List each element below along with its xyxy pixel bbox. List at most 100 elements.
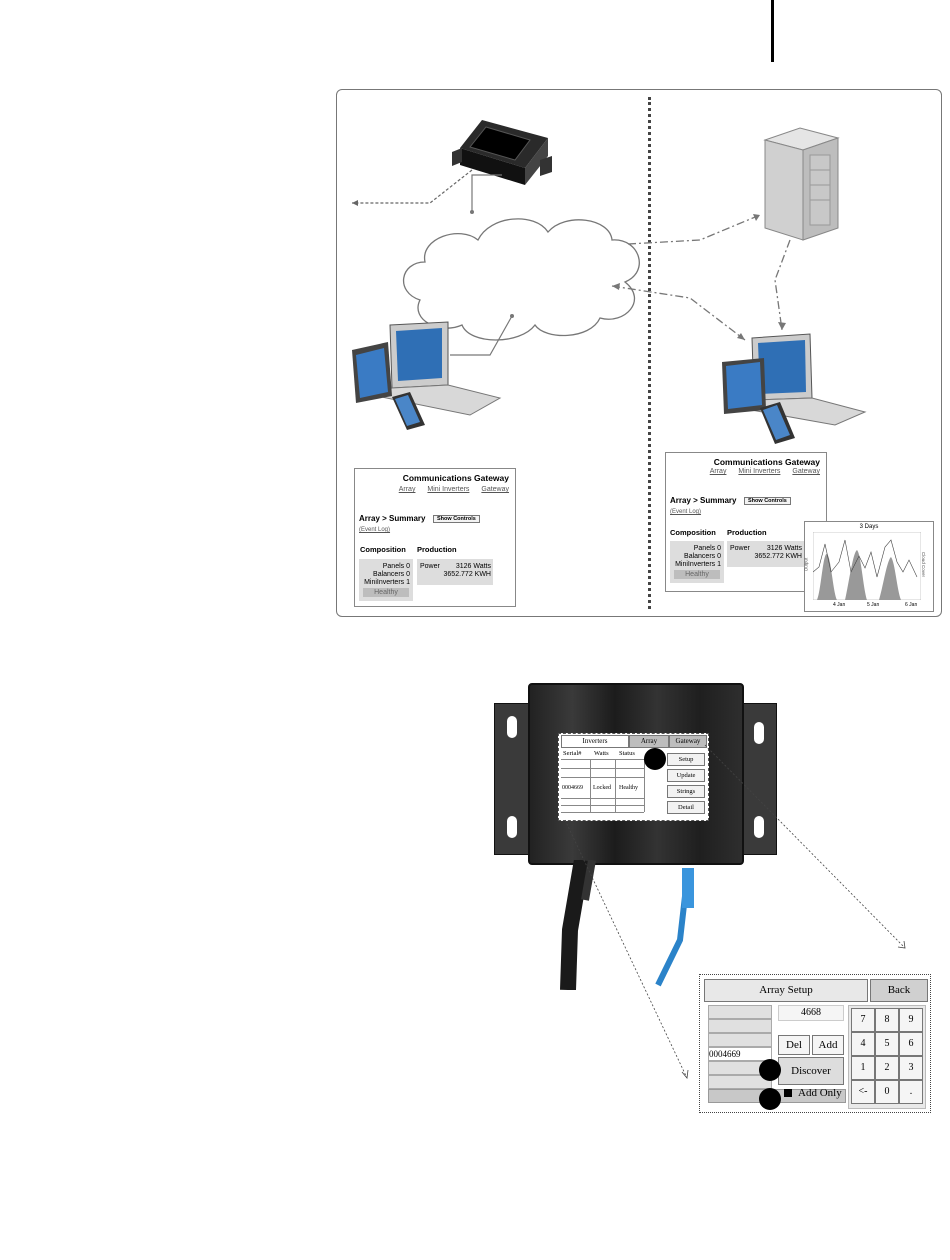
tab-inverters[interactable]: Inverters: [561, 735, 629, 748]
chart-title: 3 Days: [859, 524, 879, 530]
gateway-device-icon: [452, 120, 552, 185]
production-box: [727, 541, 805, 567]
array-list-item[interactable]: 0004669: [708, 1047, 772, 1061]
event-log-link[interactable]: (Event Log): [670, 509, 702, 515]
production-chart: 3 Days Output Cloud Cover 4 Jan 5 Jan 6 …: [803, 521, 934, 612]
key-4[interactable]: 4: [851, 1032, 875, 1056]
nav-link-mini-inverters[interactable]: Mini Inverters: [738, 468, 781, 475]
array-setup-screen: Array Setup Back 0004669 4668 Del Add Di…: [699, 974, 931, 1113]
callout-marker-add-only: [759, 1088, 781, 1110]
callout-marker-setup: [644, 748, 666, 770]
breadcrumb: Array > Summary: [359, 514, 426, 523]
gateway-title: Communications Gateway: [402, 473, 509, 483]
panels-count: Panels 0: [693, 545, 721, 552]
key-5[interactable]: 5: [875, 1032, 899, 1056]
laptop-tablet-phone-icon-right: [722, 333, 867, 444]
nav-link-gateway[interactable]: Gateway: [481, 486, 509, 493]
strings-button[interactable]: Strings: [667, 785, 705, 798]
balancers-count: Balancers 0: [684, 553, 721, 560]
key-9[interactable]: 9: [899, 1008, 923, 1032]
array-list-row[interactable]: [708, 1033, 772, 1047]
detail-button[interactable]: Detail: [667, 801, 705, 814]
row-serial: 0004669: [562, 785, 583, 791]
add-only-checkbox[interactable]: [784, 1089, 792, 1097]
array-list-row[interactable]: [708, 1005, 772, 1019]
x-tick-6-jan: 6 Jan: [905, 602, 918, 608]
array-setup-title: Array Setup: [704, 979, 868, 1002]
network-diagram-graphics: [352, 120, 867, 444]
column-status: Status: [619, 750, 635, 757]
array-list-row[interactable]: [708, 1075, 772, 1089]
add-only-label: Add Only: [798, 1087, 842, 1099]
callout-marker-discover: [759, 1059, 781, 1081]
tab-gateway[interactable]: Gateway: [669, 735, 707, 748]
nav-link-mini-inverters[interactable]: Mini Inverters: [427, 486, 470, 493]
key-1[interactable]: 1: [851, 1056, 875, 1080]
nav-link-gateway[interactable]: Gateway: [792, 468, 820, 475]
chart-plot: [813, 532, 921, 600]
key-6[interactable]: 6: [899, 1032, 923, 1056]
setup-button[interactable]: Setup: [667, 753, 705, 766]
laptop-tablet-phone-icon-left: [352, 321, 502, 430]
mount-hole: [507, 716, 517, 738]
mount-hole: [754, 722, 764, 744]
mount-hole: [507, 816, 517, 838]
production-box: [417, 559, 493, 585]
energy-value: 3652.772 KWH: [754, 553, 802, 560]
column-watts: Watts: [594, 750, 609, 757]
update-button[interactable]: Update: [667, 769, 705, 782]
key-8[interactable]: 8: [875, 1008, 899, 1032]
serial-entry-field[interactable]: 4668: [778, 1005, 844, 1021]
tab-array[interactable]: Array: [629, 735, 669, 748]
nav-link-array[interactable]: Array: [709, 468, 727, 475]
keypad: 7 8 9 4 5 6 1 2 3 <- 0 .: [848, 1005, 926, 1109]
nav-links: Array Mini Inverters Gateway: [700, 468, 820, 475]
production-header: Production: [727, 528, 767, 537]
power-label: Power: [420, 563, 440, 570]
key-3[interactable]: 3: [899, 1056, 923, 1080]
key-decimal[interactable]: .: [899, 1080, 923, 1104]
nav-links: Array Mini Inverters Gateway: [389, 486, 509, 493]
key-7[interactable]: 7: [851, 1008, 875, 1032]
power-value: 3126 Watts: [455, 563, 491, 570]
balancers-count: Balancers 0: [373, 571, 410, 578]
key-2[interactable]: 2: [875, 1056, 899, 1080]
mount-hole: [754, 816, 764, 838]
gateway-title: Communications Gateway: [713, 457, 820, 467]
del-button[interactable]: Del: [778, 1035, 810, 1055]
key-0[interactable]: 0: [875, 1080, 899, 1104]
power-label: Power: [730, 545, 750, 552]
discover-button[interactable]: Discover: [778, 1057, 844, 1085]
mini-inverters-count: MiniInverters 1: [675, 561, 721, 568]
event-log-link[interactable]: (Event Log): [359, 527, 391, 533]
device-cables: [560, 860, 694, 990]
key-backspace[interactable]: <-: [851, 1080, 875, 1104]
energy-value: 3652.772 KWH: [443, 571, 491, 578]
page-edge-bar: [771, 0, 774, 62]
array-list-row[interactable]: [708, 1019, 772, 1033]
nav-link-array[interactable]: Array: [398, 486, 416, 493]
network-cloud: [403, 218, 640, 341]
web-ui-screenshot-left: Communications Gateway Array Mini Invert…: [354, 468, 516, 607]
show-controls-button[interactable]: Show Controls: [433, 515, 480, 523]
left-mounting-bracket: [494, 703, 532, 855]
local-remote-divider: [648, 97, 651, 609]
row-watts: Locked: [593, 785, 611, 791]
panels-count: Panels 0: [382, 563, 410, 570]
web-ui-screenshot-right: Communications Gateway Array Mini Invert…: [665, 452, 827, 592]
back-button[interactable]: Back: [870, 979, 928, 1002]
composition-header: Composition: [360, 545, 406, 554]
show-controls-button[interactable]: Show Controls: [744, 497, 791, 505]
power-value: 3126 Watts: [766, 545, 802, 552]
server-icon: [763, 127, 840, 241]
row-status: Healthy: [619, 785, 638, 791]
output-area: [817, 550, 901, 600]
x-tick-5-jan: 5 Jan: [867, 602, 880, 608]
x-tick-4-jan: 4 Jan: [833, 602, 846, 608]
production-header: Production: [417, 545, 457, 554]
add-button[interactable]: Add: [812, 1035, 844, 1055]
mini-inverters-count: MiniInverters 1: [364, 579, 410, 586]
composition-header: Composition: [670, 528, 716, 537]
health-status-badge: Healthy: [363, 588, 409, 597]
